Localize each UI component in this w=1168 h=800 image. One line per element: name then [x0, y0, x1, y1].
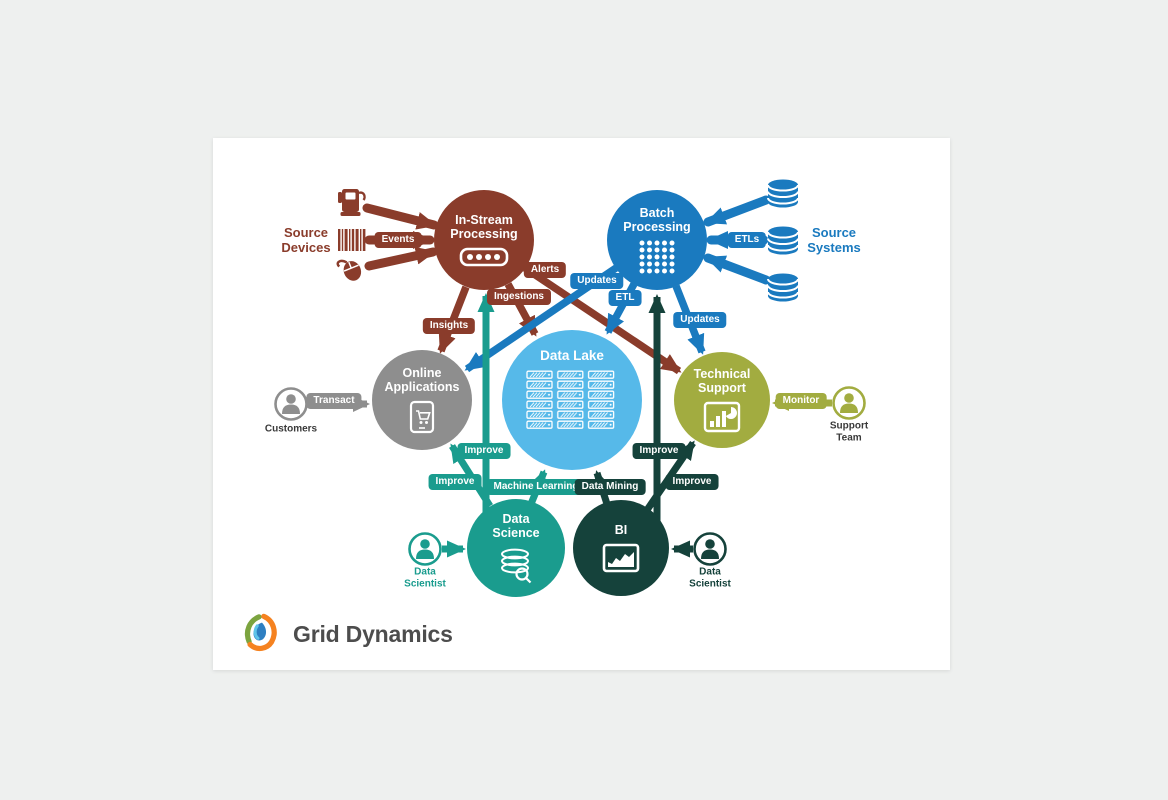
edge-label-updates-support: Updates — [673, 312, 727, 328]
database-search-icon — [501, 548, 532, 584]
grid-dynamics-logo: Grid Dynamics — [241, 612, 453, 656]
node-data-lake: Data Lake — [502, 330, 642, 470]
person-icon-support-team — [832, 386, 866, 420]
edge-label-etls: ETLs — [727, 232, 767, 248]
logo-text: Grid Dynamics — [293, 620, 453, 647]
node-label: Data Lake — [540, 348, 604, 363]
label-data-scientist-right: Data Scientist — [689, 566, 731, 590]
node-technical-support: Technical Support — [674, 352, 770, 448]
edge-label-insights: Insights — [422, 318, 476, 334]
charts-pie-icon — [703, 402, 741, 433]
edge-label-improve-instream: Improve — [457, 443, 511, 459]
database-cylinder-icon — [767, 273, 799, 302]
node-in-stream-processing: In-Stream Processing — [434, 190, 534, 290]
node-data-science: Data Science — [467, 499, 565, 597]
database-cylinder-icon — [767, 226, 799, 255]
mouse-icon — [336, 259, 362, 281]
person-icon-data-scientist-left — [408, 532, 442, 566]
edge-label-alerts: Alerts — [523, 262, 567, 278]
edge-label-etl: ETL — [608, 290, 642, 306]
node-online-applications: Online Applications — [372, 350, 472, 450]
tablet-cart-icon — [409, 401, 435, 434]
database-cylinder-icon — [767, 179, 799, 208]
label-customers: Customers — [264, 423, 318, 435]
grid-dynamics-logo-icon — [244, 613, 277, 652]
node-label: Technical Support — [693, 366, 751, 395]
barcode-icon — [338, 229, 366, 251]
edge-label-improve-batch: Improve — [632, 443, 686, 459]
node-label: Data Science — [492, 511, 540, 540]
server-rack-grid-icon — [526, 369, 618, 430]
edge-label-transact: Transact — [306, 393, 362, 409]
edge-label-events: Events — [374, 232, 422, 248]
edge-label-monitor: Monitor — [775, 393, 827, 409]
node-label: Online Applications — [384, 365, 460, 394]
node-label: In-Stream Processing — [450, 212, 518, 241]
person-icon-customers — [274, 387, 308, 421]
label-source-systems: Source Systems — [807, 225, 861, 255]
node-label: Batch Processing — [623, 205, 691, 234]
dot-grid-icon — [639, 240, 675, 274]
node-label: BI — [614, 522, 628, 537]
diagram-card: In-Stream Processing Batch Processing — [213, 138, 950, 670]
stream-pill-icon — [459, 248, 509, 267]
area-chart-icon — [602, 543, 640, 573]
edge-label-ingestions: Ingestions — [486, 289, 552, 305]
edge-label-data-mining: Data Mining — [574, 479, 646, 495]
edge-label-machine-learning: Machine Learning — [486, 479, 586, 495]
label-source-devices: Source Devices — [281, 225, 331, 255]
label-data-scientist-left: Data Scientist — [404, 566, 446, 590]
edge-label-updates-online: Updates — [570, 273, 624, 289]
edge-label-improve-online: Improve — [428, 474, 482, 490]
fuel-pump-icon — [338, 189, 366, 216]
node-batch-processing: Batch Processing — [607, 190, 707, 290]
edge-label-improve-support: Improve — [665, 474, 719, 490]
node-bi: BI — [573, 500, 669, 596]
person-icon-data-scientist-right — [693, 532, 727, 566]
label-support-team: Support Team — [829, 420, 869, 444]
